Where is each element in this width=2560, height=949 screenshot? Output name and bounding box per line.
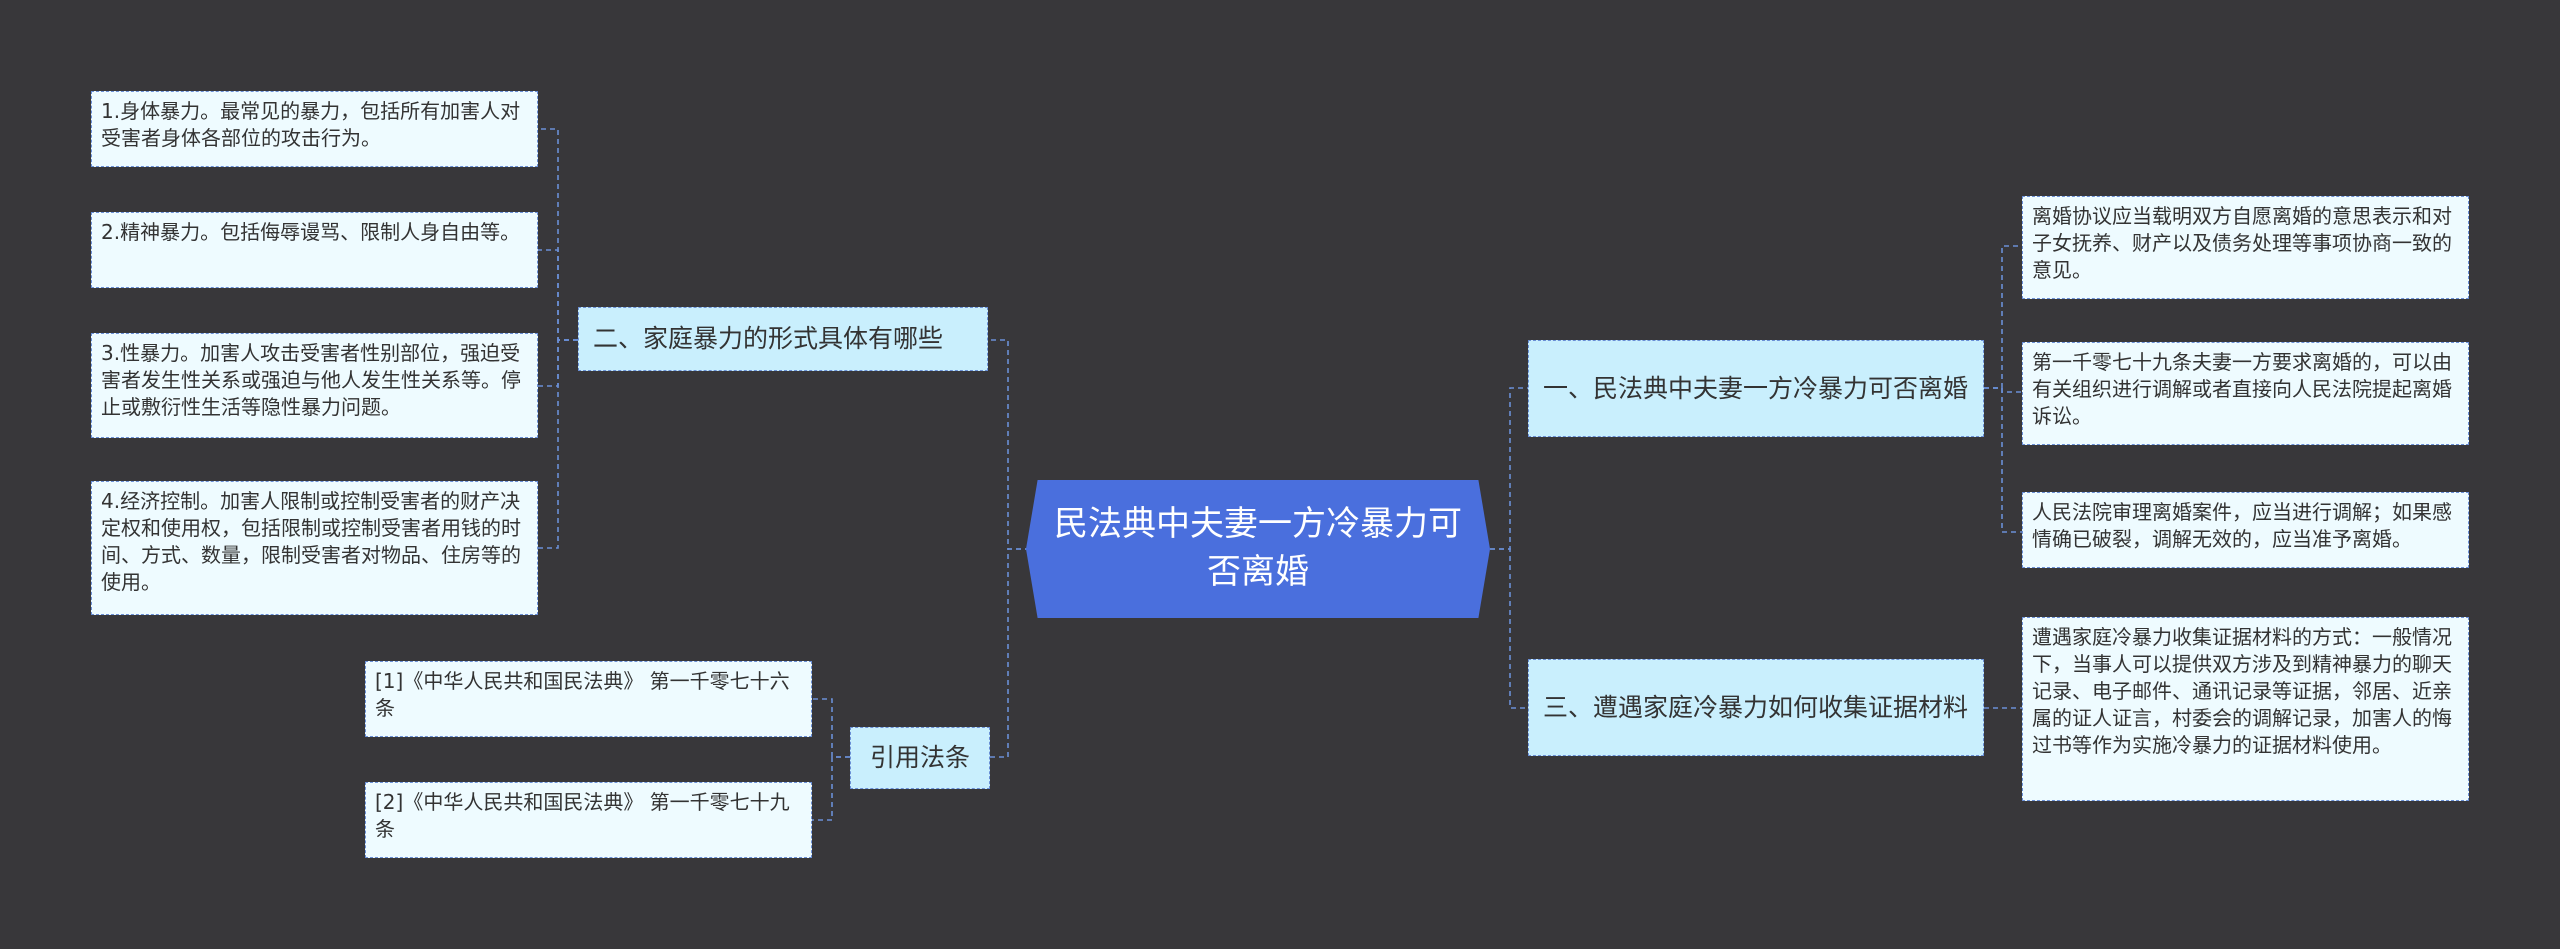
leaf-form-sexual[interactable]: 3.性暴力。加害人攻击受害者性别部位，强迫受害者发生性关系或强迫与他人发生性关系…	[91, 333, 538, 438]
topic-refs[interactable]: 引用法条	[850, 727, 990, 789]
root-node[interactable]: 民法典中夫妻一方冷暴力可否离婚	[1026, 480, 1490, 618]
topic-evidence-label: 三、遭遇家庭冷暴力如何收集证据材料	[1543, 692, 1969, 722]
connector-forms-4	[538, 339, 578, 549]
connector-divorce-1	[1984, 245, 2022, 389]
leaf-divorce-court-text: 人民法院审理离婚案件，应当进行调解；如果感情确已破裂，调解无效的，应当准予离婚。	[2032, 500, 2452, 551]
leaf-form-physical-text: 1.身体暴力。最常见的暴力，包括所有加害人对受害者身体各部位的攻击行为。	[101, 99, 521, 150]
leaf-divorce-agreement-text: 离婚协议应当载明双方自愿离婚的意思表示和对子女抚养、财产以及债务处理等事项协商一…	[2032, 204, 2452, 282]
leaf-evidence-methods[interactable]: 遭遇家庭冷暴力收集证据材料的方式：一般情况下，当事人可以提供双方涉及到精神暴力的…	[2022, 617, 2469, 801]
leaf-ref-1079[interactable]: [2]《中华人民共和国民法典》 第一千零七十九条	[365, 782, 812, 858]
leaf-ref-1076-text: [1]《中华人民共和国民法典》 第一千零七十六条	[375, 669, 790, 720]
leaf-form-physical[interactable]: 1.身体暴力。最常见的暴力，包括所有加害人对受害者身体各部位的攻击行为。	[91, 91, 538, 167]
leaf-divorce-agreement[interactable]: 离婚协议应当载明双方自愿离婚的意思表示和对子女抚养、财产以及债务处理等事项协商一…	[2022, 196, 2469, 299]
connector-forms-3	[538, 339, 578, 387]
connector-root-evidence	[1490, 548, 1528, 709]
leaf-form-sexual-text: 3.性暴力。加害人攻击受害者性别部位，强迫受害者发生性关系或强迫与他人发生性关系…	[101, 341, 521, 419]
connector-root-refs	[990, 548, 1030, 758]
leaf-divorce-article[interactable]: 第一千零七十九条夫妻一方要求离婚的，可以由有关组织进行调解或者直接向人民法院提起…	[2022, 342, 2469, 445]
connector-divorce-3	[1984, 387, 2022, 533]
connector-refs-1	[812, 698, 850, 758]
connector-forms-2	[538, 249, 578, 341]
leaf-form-economic[interactable]: 4.经济控制。加害人限制或控制受害者的财产决定权和使用权，包括限制或控制受害者用…	[91, 481, 538, 615]
leaf-ref-1076[interactable]: [1]《中华人民共和国民法典》 第一千零七十六条	[365, 661, 812, 737]
leaf-evidence-methods-text: 遭遇家庭冷暴力收集证据材料的方式：一般情况下，当事人可以提供双方涉及到精神暴力的…	[2032, 625, 2452, 757]
leaf-form-mental[interactable]: 2.精神暴力。包括侮辱谩骂、限制人身自由等。	[91, 212, 538, 288]
leaf-divorce-article-text: 第一千零七十九条夫妻一方要求离婚的，可以由有关组织进行调解或者直接向人民法院提起…	[2032, 350, 2452, 428]
leaf-divorce-court[interactable]: 人民法院审理离婚案件，应当进行调解；如果感情确已破裂，调解无效的，应当准予离婚。	[2022, 492, 2469, 568]
connector-root-divorce	[1490, 387, 1528, 550]
connector-refs-2	[812, 756, 850, 821]
connector-root-forms	[990, 339, 1030, 550]
root-title: 民法典中夫妻一方冷暴力可否离婚	[1054, 504, 1462, 592]
leaf-ref-1079-text: [2]《中华人民共和国民法典》 第一千零七十九条	[375, 790, 790, 841]
connector-divorce-2	[1984, 387, 2022, 393]
topic-refs-label: 引用法条	[869, 743, 970, 773]
topic-forms[interactable]: 二、家庭暴力的形式具体有哪些	[578, 307, 988, 371]
topic-forms-label: 二、家庭暴力的形式具体有哪些	[593, 324, 944, 354]
topic-divorce-label: 一、民法典中夫妻一方冷暴力可否离婚	[1543, 373, 1969, 403]
topic-evidence[interactable]: 三、遭遇家庭冷暴力如何收集证据材料	[1528, 659, 1984, 756]
leaf-form-economic-text: 4.经济控制。加害人限制或控制受害者的财产决定权和使用权，包括限制或控制受害者用…	[101, 489, 521, 594]
topic-divorce[interactable]: 一、民法典中夫妻一方冷暴力可否离婚	[1528, 340, 1984, 437]
connector-forms-1	[538, 128, 578, 341]
leaf-form-mental-text: 2.精神暴力。包括侮辱谩骂、限制人身自由等。	[101, 220, 521, 244]
